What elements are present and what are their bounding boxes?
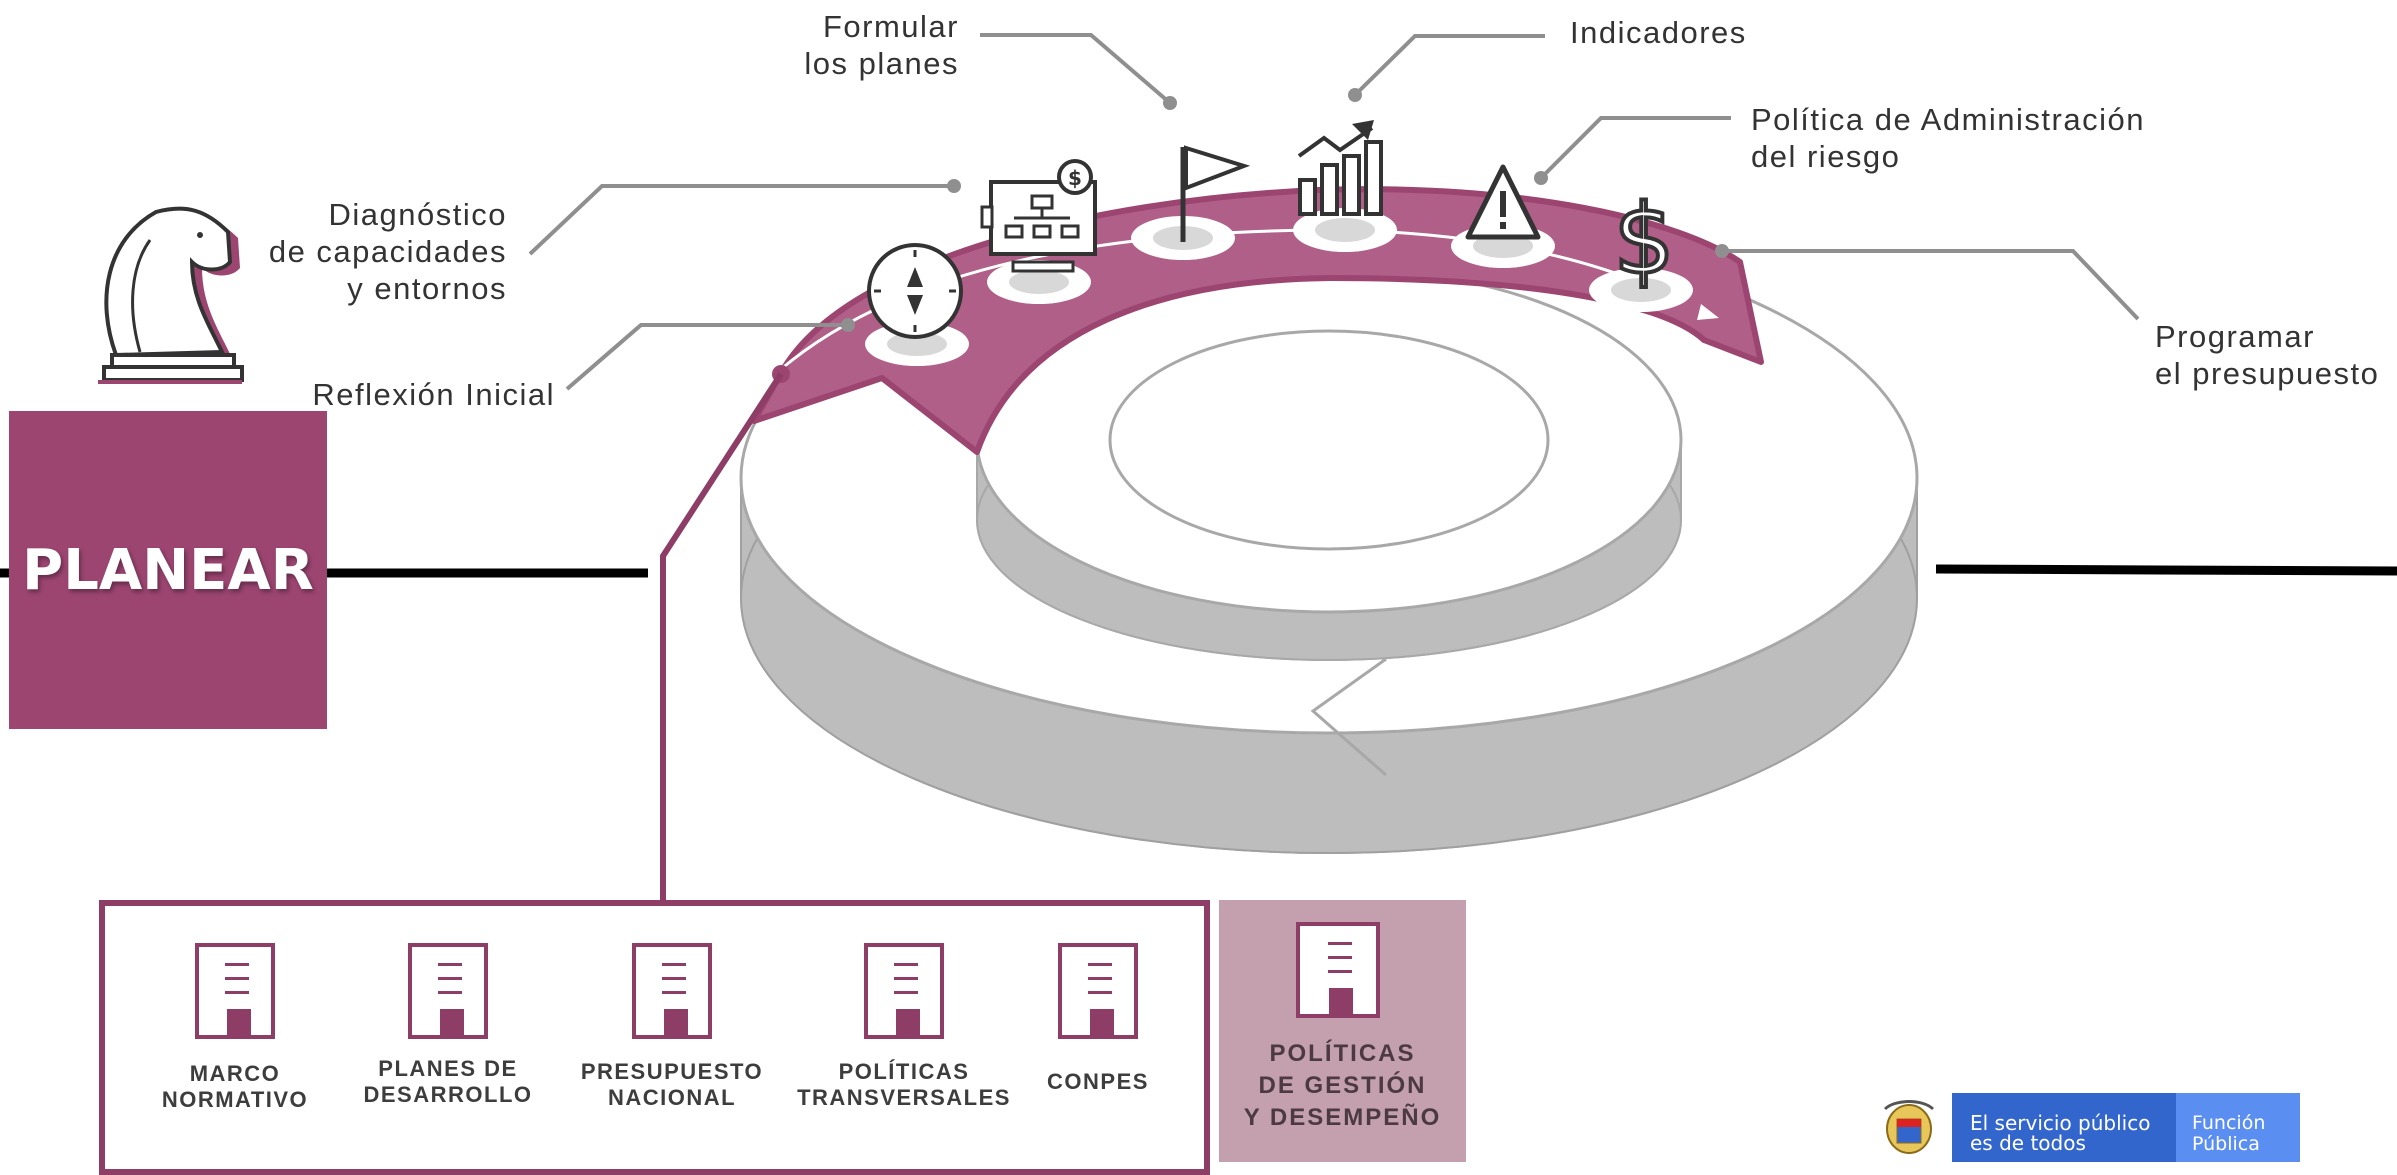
flag-icon: [1180, 145, 1251, 242]
compass-icon: [867, 243, 963, 339]
org-chart-icon: $: [980, 159, 1097, 273]
document-icon: [1296, 922, 1380, 1018]
politicas-gestion-label: POLÍTICAS DE GESTIÓN Y DESEMPEÑO: [1243, 1040, 1442, 1131]
document-politicas-transversales: POLÍTICAS TRANSVERSALES: [794, 943, 1014, 1111]
document-label: MARCO NORMATIVO: [161, 1061, 309, 1112]
leader-lines: [528, 33, 2140, 391]
connector-line: [660, 372, 784, 902]
document-label: POLÍTICAS TRANSVERSALES: [797, 1059, 1011, 1110]
planear-title: PLANEAR: [22, 538, 314, 603]
document-conpes: CONPES: [988, 943, 1208, 1095]
label-formular-planes: Formular los planes: [804, 9, 959, 81]
politicas-gestion-box: POLÍTICAS DE GESTIÓN Y DESEMPEÑO: [1219, 900, 1466, 1162]
document-icon: [632, 943, 712, 1039]
document-label: PRESUPUESTO NACIONAL: [580, 1059, 764, 1110]
coat-of-arms-icon: [1867, 1093, 1952, 1162]
label-reflexion-inicial: Reflexión Inicial: [312, 377, 555, 412]
document-label: CONPES: [1047, 1069, 1149, 1094]
label-programar-presupuesto: Programar el presupuesto: [2155, 319, 2380, 391]
label-indicadores: Indicadores: [1570, 15, 1747, 50]
footer-tagline-box: El servicio público es de todos: [1952, 1093, 2176, 1162]
document-planes-desarrollo: PLANES DE DESARROLLO: [338, 943, 558, 1108]
document-icon: [864, 943, 944, 1039]
dollar-icon: $: [1613, 184, 1674, 296]
footer-tagline: El servicio público es de todos: [1970, 1111, 2151, 1155]
footer-brand: Función Pública: [2192, 1112, 2266, 1155]
document-label: PLANES DE DESARROLLO: [363, 1056, 533, 1107]
footer-brand-box: Función Pública: [2176, 1093, 2300, 1162]
footer-logo: El servicio público es de todos Función …: [1867, 1093, 2300, 1162]
bar-chart-icon: [1297, 120, 1383, 216]
horizontal-line-right: [1935, 564, 2397, 576]
document-icon: [1058, 943, 1138, 1039]
planear-box: PLANEAR: [9, 411, 327, 729]
document-presupuesto-nacional: PRESUPUESTO NACIONAL: [562, 943, 782, 1111]
document-icon: [408, 943, 488, 1039]
document-marco-normativo: MARCO NORMATIVO: [125, 943, 345, 1113]
label-politica-riesgo: Política de Administración del riesgo: [1751, 102, 2145, 174]
cycle-platform: [739, 221, 1919, 854]
warning-icon: [1465, 164, 1541, 240]
svg-text:$: $: [1068, 166, 1082, 190]
label-diagnostico: Diagnóstico de capacidades y entornos: [268, 197, 507, 306]
knight-icon: [98, 206, 244, 384]
document-icon: [195, 943, 275, 1039]
